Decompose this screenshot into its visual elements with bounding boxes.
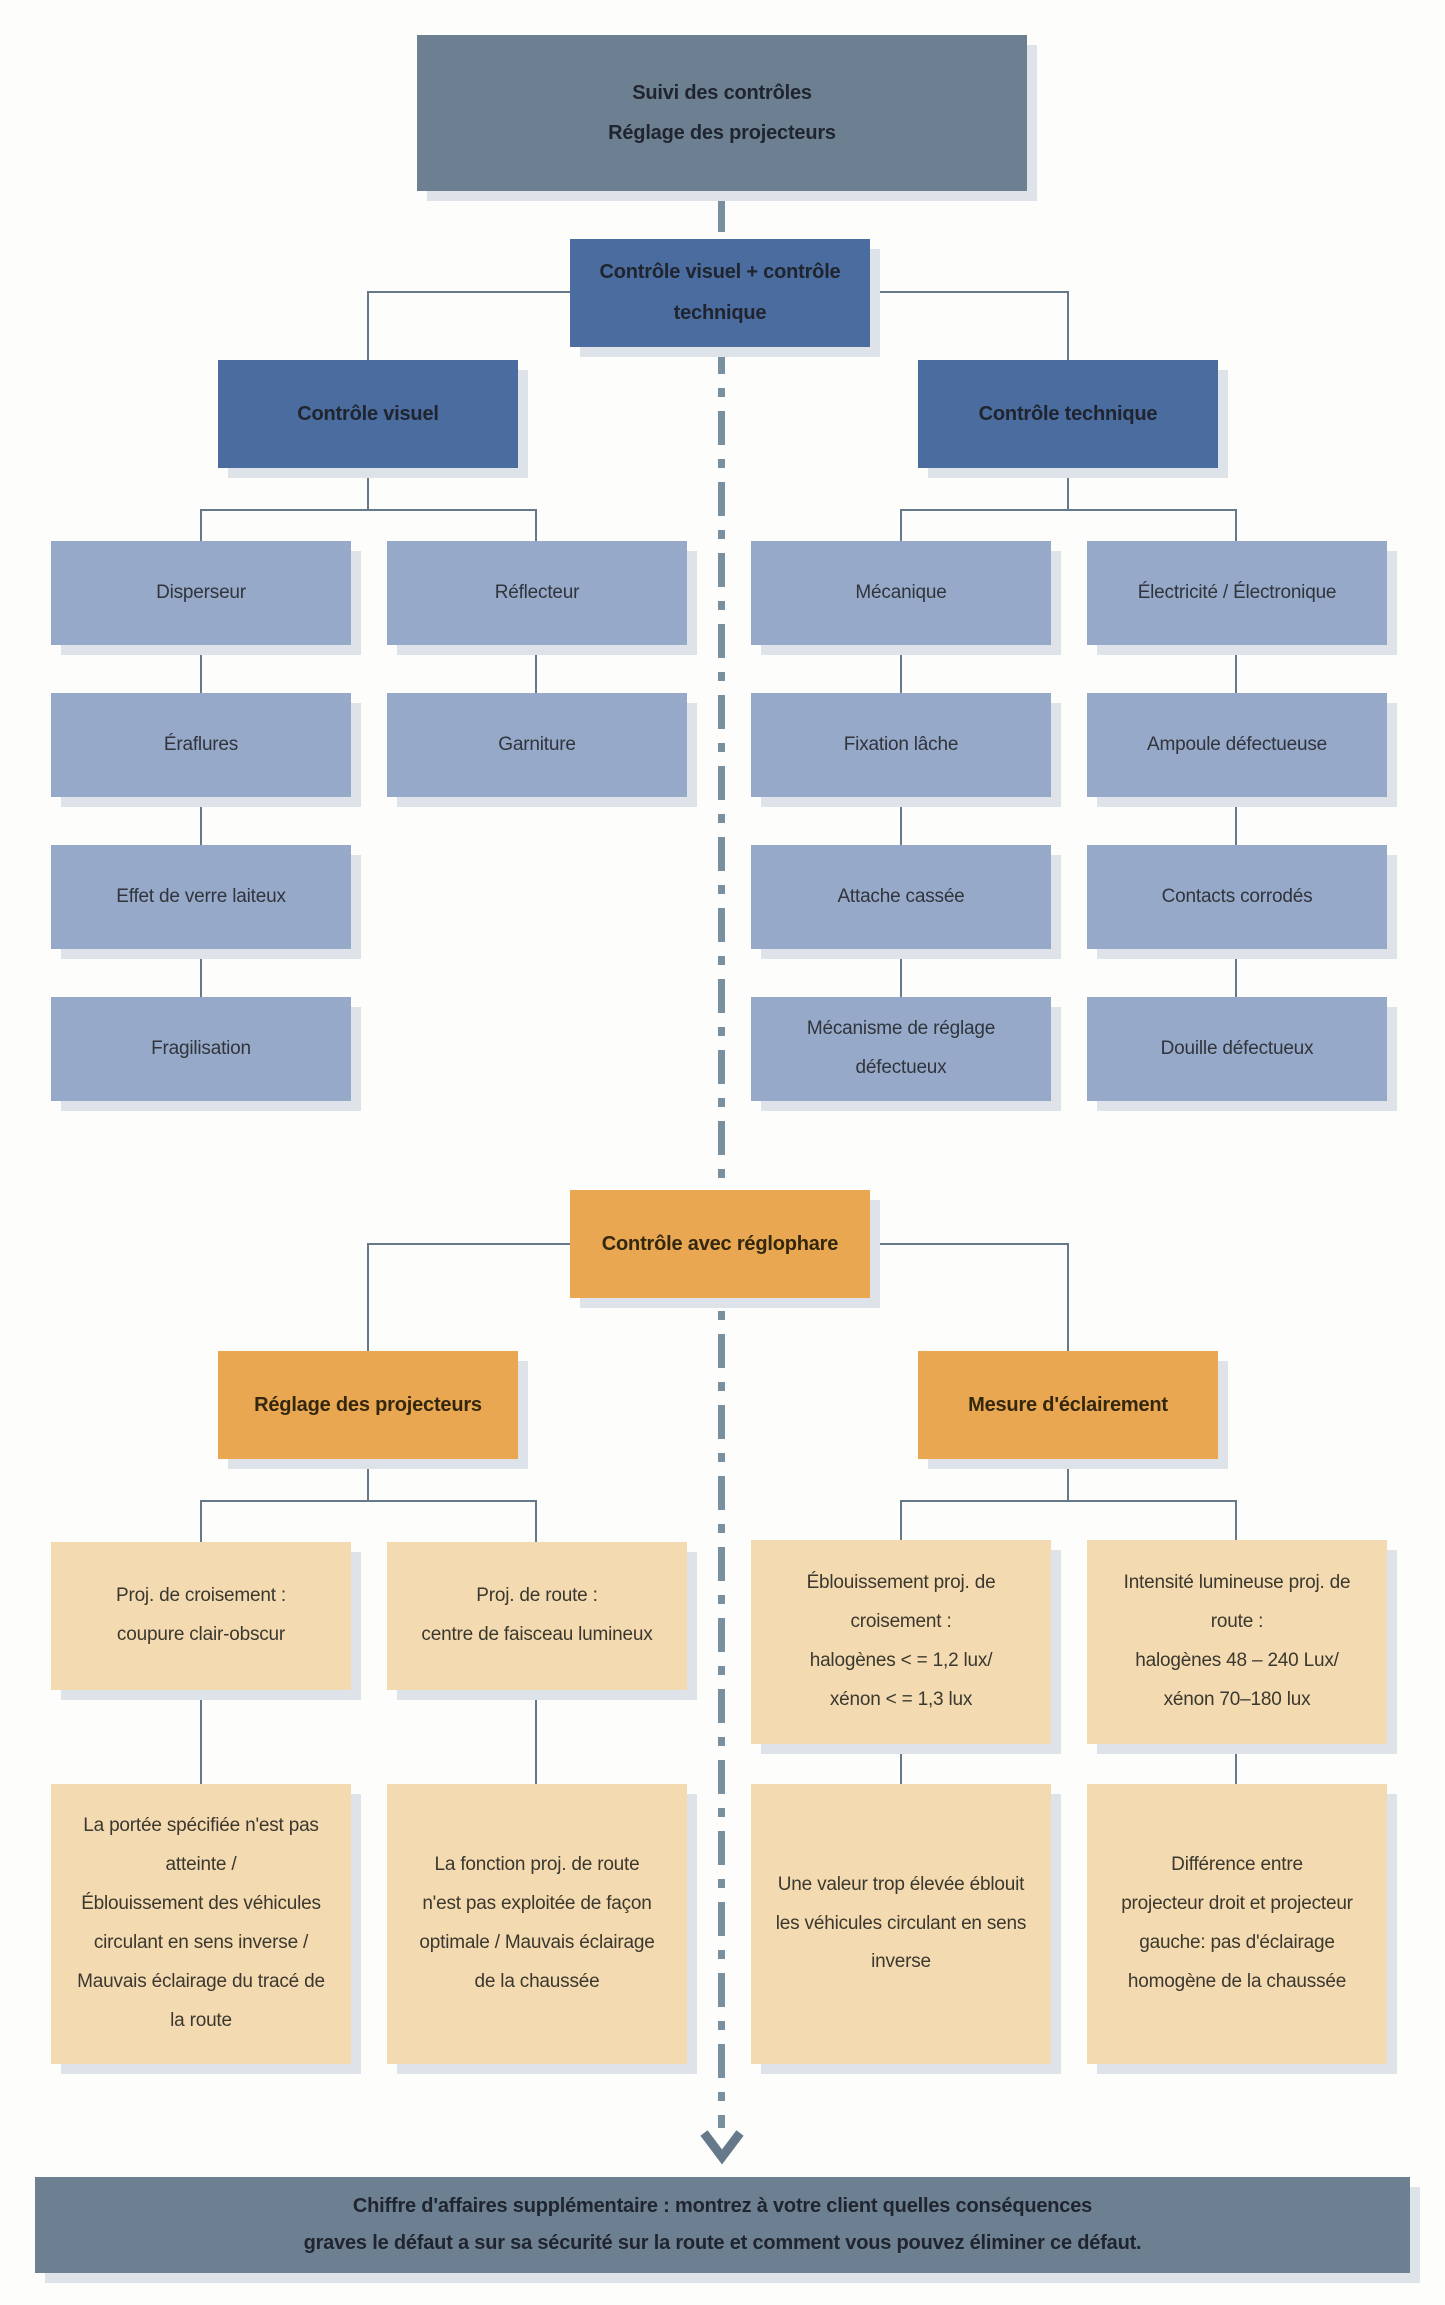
connector-line — [1235, 509, 1237, 542]
node-fonction-proj-route: La fonction proj. de route n'est pas exp… — [387, 1784, 687, 2064]
connector-line — [535, 509, 537, 542]
connector-line — [1235, 1744, 1237, 1784]
connector-line — [900, 509, 902, 542]
node-intensite-lumineuse-proj-route: Intensité lumineuse proj. de route : hal… — [1087, 1540, 1387, 1744]
main-flow-dashed-line — [718, 198, 725, 2128]
node-disperseur: Disperseur — [51, 541, 351, 645]
node-garniture: Garniture — [387, 693, 687, 797]
connector-line — [367, 468, 369, 510]
connector-line — [367, 291, 369, 360]
connector-line — [1235, 797, 1237, 845]
connector-line — [1235, 949, 1237, 997]
connector-line — [901, 509, 1237, 511]
node-reglage-projecteurs: Réglage des projecteurs — [218, 1351, 518, 1459]
node-proj-route: Proj. de route : centre de faisceau lumi… — [387, 1542, 687, 1690]
connector-line — [200, 1690, 202, 1784]
node-douille-defectueux: Douille défectueux — [1087, 997, 1387, 1101]
connector-line — [367, 1459, 369, 1501]
connector-line — [900, 949, 902, 997]
connector-line — [200, 797, 202, 845]
connector-line — [900, 645, 902, 693]
connector-line — [1067, 1459, 1069, 1501]
node-attache-cassee: Attache cassée — [751, 845, 1051, 949]
node-contacts-corrodes: Contacts corrodés — [1087, 845, 1387, 949]
connector-line — [1235, 645, 1237, 693]
node-fixation-lache: Fixation lâche — [751, 693, 1051, 797]
connector-line — [535, 645, 537, 693]
node-portee-non-atteinte: La portée spécifiée n'est pas atteinte /… — [51, 1784, 351, 2064]
connector-line — [200, 645, 202, 693]
node-difference-projecteurs: Différence entre projecteur droit et pro… — [1087, 1784, 1387, 2064]
node-reflecteur: Réflecteur — [387, 541, 687, 645]
node-proj-croisement: Proj. de croisement : coupure clair-obsc… — [51, 1542, 351, 1690]
node-suivi-controles: Suivi des contrôles Réglage des projecte… — [417, 35, 1027, 191]
connector-line — [900, 1744, 902, 1784]
connector-line — [900, 797, 902, 845]
connector-line — [200, 1500, 202, 1542]
node-footer-chiffre-affaires: Chiffre d'affaires supplémentaire : mont… — [35, 2177, 1410, 2273]
connector-line — [535, 1500, 537, 1542]
node-controle-avec-reglophare: Contrôle avec réglophare — [570, 1190, 870, 1298]
node-eraflures: Éraflures — [51, 693, 351, 797]
connector-line — [1067, 291, 1069, 360]
node-controle-technique: Contrôle technique — [918, 360, 1218, 468]
connector-line — [200, 509, 202, 542]
connector-line — [201, 1500, 537, 1502]
connector-line — [1067, 468, 1069, 510]
connector-line — [901, 1500, 1237, 1502]
node-mecanique: Mécanique — [751, 541, 1051, 645]
node-controle-visuel-technique: Contrôle visuel + contrôle technique — [570, 239, 870, 347]
connector-line — [1235, 1500, 1237, 1540]
connector-line — [1067, 1243, 1069, 1351]
node-mecanisme-reglage-defectueux: Mécanisme de réglage défectueux — [751, 997, 1051, 1101]
node-mesure-eclairement: Mesure d'éclairement — [918, 1351, 1218, 1459]
connector-line — [535, 1690, 537, 1784]
connector-line — [900, 1500, 902, 1540]
node-fragilisation: Fragilisation — [51, 997, 351, 1101]
node-effet-verre-laiteux: Effet de verre laiteux — [51, 845, 351, 949]
node-controle-visuel: Contrôle visuel — [218, 360, 518, 468]
node-electricite-electronique: Électricité / Électronique — [1087, 541, 1387, 645]
connector-line — [367, 1243, 369, 1351]
node-valeur-trop-elevee: Une valeur trop élevée éblouit les véhic… — [751, 1784, 1051, 2064]
down-arrow-icon — [700, 2130, 744, 2165]
connector-line — [200, 949, 202, 997]
node-ampoule-defectueuse: Ampoule défectueuse — [1087, 693, 1387, 797]
connector-line — [201, 509, 537, 511]
node-eblouissement-proj-croisement: Éblouissement proj. de croisement : halo… — [751, 1540, 1051, 1744]
